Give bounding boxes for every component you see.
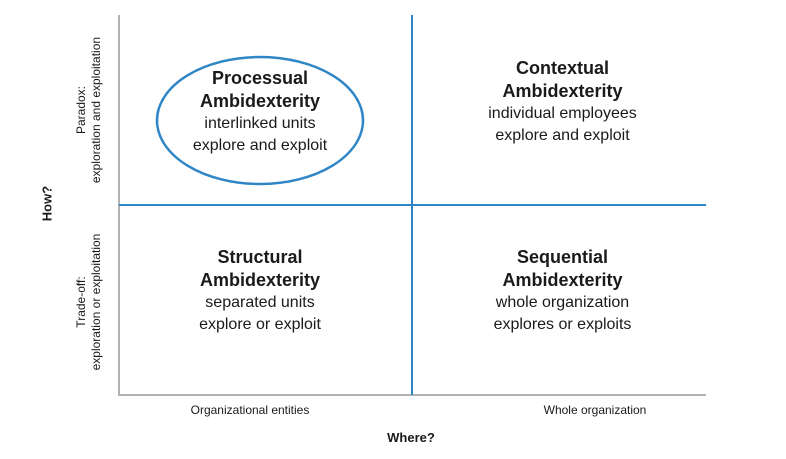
quadrant-title: Processual xyxy=(211,68,309,88)
y-label-trade-off: Trade-off: exploration or exploitation xyxy=(74,207,104,397)
quadrant-title: Sequential xyxy=(516,247,609,267)
quadrant-description: explore and exploit xyxy=(495,127,630,144)
quadrant-title: Ambidexterity xyxy=(502,270,623,290)
quadrant-structural: Structural Ambidexterity separated units… xyxy=(160,246,360,336)
quadrant-title: Ambidexterity xyxy=(199,270,321,290)
y-label-paradox: Paradox: exploration and exploitation xyxy=(74,15,104,205)
quadrant-title: Structural xyxy=(217,247,303,267)
y-label-line: Paradox: xyxy=(74,85,88,135)
x-label-organizational-entities: Organizational entities xyxy=(190,403,310,417)
quadrant-description: individual employees xyxy=(488,105,637,122)
quadrant-description: interlinked units xyxy=(204,115,316,132)
x-label-whole-organization: Whole organization xyxy=(543,403,647,417)
quadrant-sequential: Sequential Ambidexterity whole organizat… xyxy=(455,246,670,336)
horizontal-divider xyxy=(119,204,706,206)
quadrant-description: explore and exploit xyxy=(192,137,328,154)
quadrant-processual: Processual Ambidexterity interlinked uni… xyxy=(160,67,360,157)
quadrant-title: Contextual xyxy=(515,58,609,78)
quadrant-title: Ambidexterity xyxy=(199,91,321,111)
y-axis-title: How? xyxy=(39,185,55,222)
y-label-line: exploration and exploitation xyxy=(89,36,103,184)
y-label-line: exploration or exploitation xyxy=(89,233,103,371)
highlight-ellipse xyxy=(155,55,365,186)
quadrant-description: explore or exploit xyxy=(199,316,321,333)
quadrant-description: explores or exploits xyxy=(493,316,632,333)
quadrant-contextual: Contextual Ambidexterity individual empl… xyxy=(455,57,670,147)
quadrant-title: Ambidexterity xyxy=(502,81,623,101)
quadrant-description: whole organization xyxy=(495,294,630,311)
x-axis-line xyxy=(118,394,706,396)
y-label-line: Trade-off: xyxy=(74,276,88,328)
x-axis-title: Where? xyxy=(387,430,435,445)
quadrant-description: separated units xyxy=(205,294,315,311)
